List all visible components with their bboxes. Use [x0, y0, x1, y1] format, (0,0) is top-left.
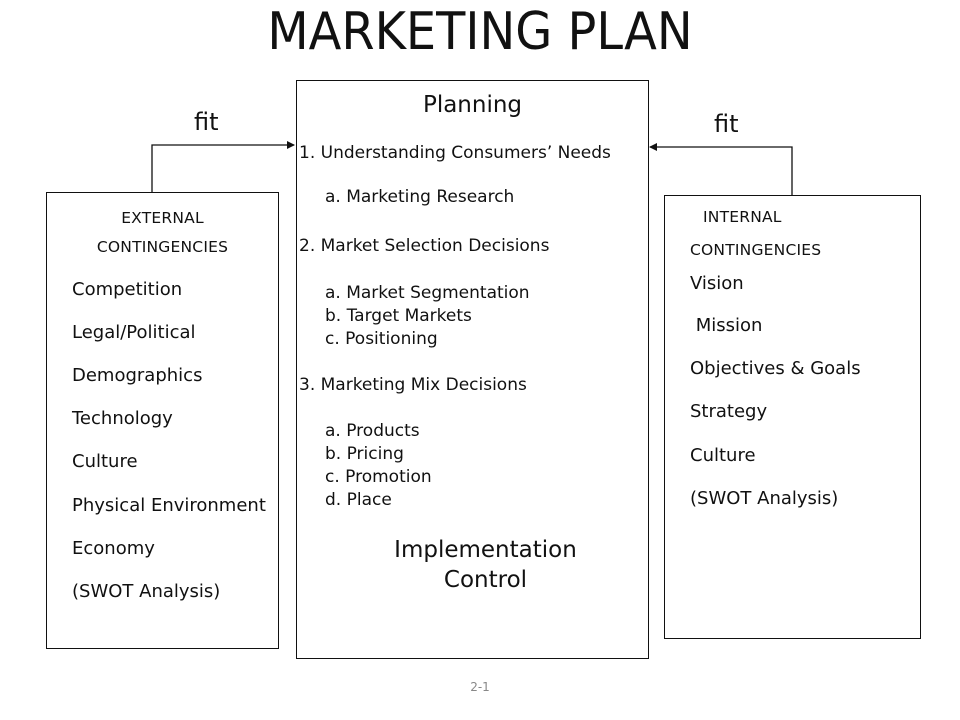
external-header-line1: EXTERNAL [121, 209, 204, 227]
planning-subitem: c. Promotion [325, 467, 432, 487]
planning-section-2: 2. Market Selection Decisions [299, 236, 550, 256]
planning-box [296, 80, 649, 659]
external-item: (SWOT Analysis) [72, 581, 221, 602]
external-item: Economy [72, 538, 155, 559]
planning-subitem: a. Products [325, 421, 420, 441]
planning-subitem: c. Positioning [325, 329, 438, 349]
planning-subitem: b. Pricing [325, 444, 404, 464]
internal-item: Objectives & Goals [690, 358, 861, 379]
internal-item: Culture [690, 445, 756, 466]
page-number: 2-1 [470, 680, 490, 694]
planning-subitem: b. Target Markets [325, 306, 472, 326]
external-item: Demographics [72, 365, 203, 386]
internal-item: Strategy [690, 401, 768, 422]
internal-item: (SWOT Analysis) [690, 488, 839, 509]
internal-item: Mission [690, 315, 763, 336]
external-item: Competition [72, 279, 183, 300]
internal-header-line1: INTERNAL [703, 208, 782, 226]
page-title: MARKETING PLAN [267, 2, 693, 62]
planning-header: Planning [422, 92, 523, 118]
planning-section-1: 1. Understanding Consumers’ Needs [299, 143, 611, 163]
implementation-label: Implementation [394, 537, 577, 563]
external-item: Culture [72, 451, 138, 472]
internal-contingencies-box [664, 195, 921, 639]
control-label: Control [443, 567, 528, 593]
internal-header-line2: CONTINGENCIES [690, 241, 822, 259]
right-fit-arrow [649, 143, 793, 195]
external-item: Legal/Political [72, 322, 196, 343]
planning-subitem: a. Market Segmentation [325, 283, 530, 303]
external-item: Technology [72, 408, 173, 429]
external-item: Physical Environment [72, 495, 266, 516]
left-fit-label: fit [194, 108, 219, 136]
internal-item: Vision [690, 273, 744, 294]
planning-subitem: a. Marketing Research [325, 187, 515, 207]
left-fit-arrow [151, 141, 295, 192]
planning-section-3: 3. Marketing Mix Decisions [299, 375, 527, 395]
external-header-line2: CONTINGENCIES [96, 238, 229, 256]
external-contingencies-box [46, 192, 279, 649]
planning-subitem: d. Place [325, 490, 392, 510]
right-fit-label: fit [714, 110, 739, 138]
